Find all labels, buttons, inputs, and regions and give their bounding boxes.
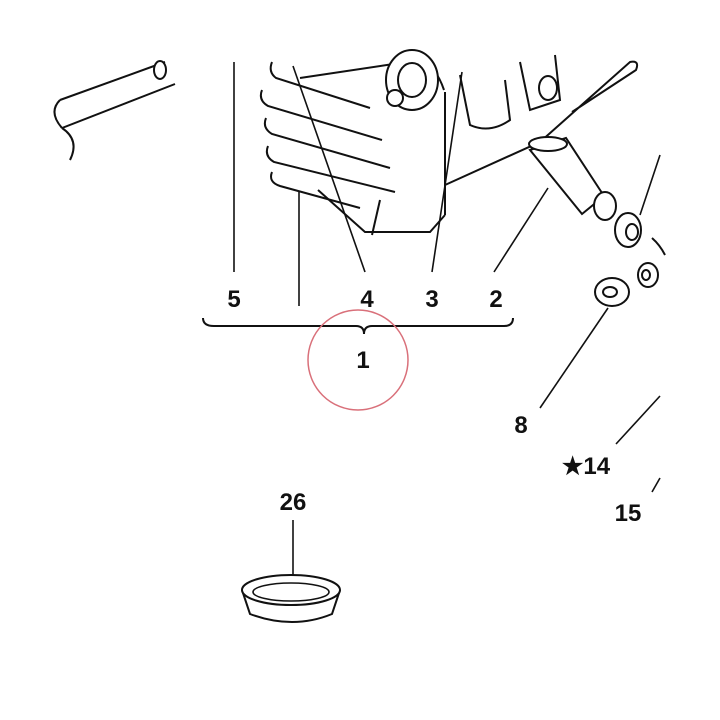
leader-4 <box>292 65 366 273</box>
small-ring-part <box>637 262 659 288</box>
leader-15 <box>651 477 661 493</box>
washer-part <box>594 277 630 307</box>
group-bracket <box>202 317 514 335</box>
valve-seal-part <box>614 212 666 256</box>
leader-8 <box>539 307 609 409</box>
label-1: 1 <box>356 347 369 374</box>
cylinder-head-part <box>259 49 639 236</box>
label-2: 2 <box>489 286 502 313</box>
upper-left-arm-part <box>53 60 176 161</box>
label-3: 3 <box>425 286 438 313</box>
label-8: 8 <box>514 412 527 439</box>
leader-lines <box>233 62 661 575</box>
label-5: 5 <box>227 286 240 313</box>
label-26: 26 <box>280 489 307 516</box>
leader-right-top <box>639 154 661 216</box>
highlight-circle <box>307 309 409 411</box>
cup-part <box>241 574 341 623</box>
label-14: ★14 <box>562 453 611 480</box>
valve-guide-part <box>528 136 617 221</box>
leader-14 <box>615 395 661 445</box>
label-4: 4 <box>360 286 374 313</box>
leader-2 <box>493 187 549 273</box>
label-15: 15 <box>615 500 642 527</box>
leader-3 <box>431 71 463 273</box>
